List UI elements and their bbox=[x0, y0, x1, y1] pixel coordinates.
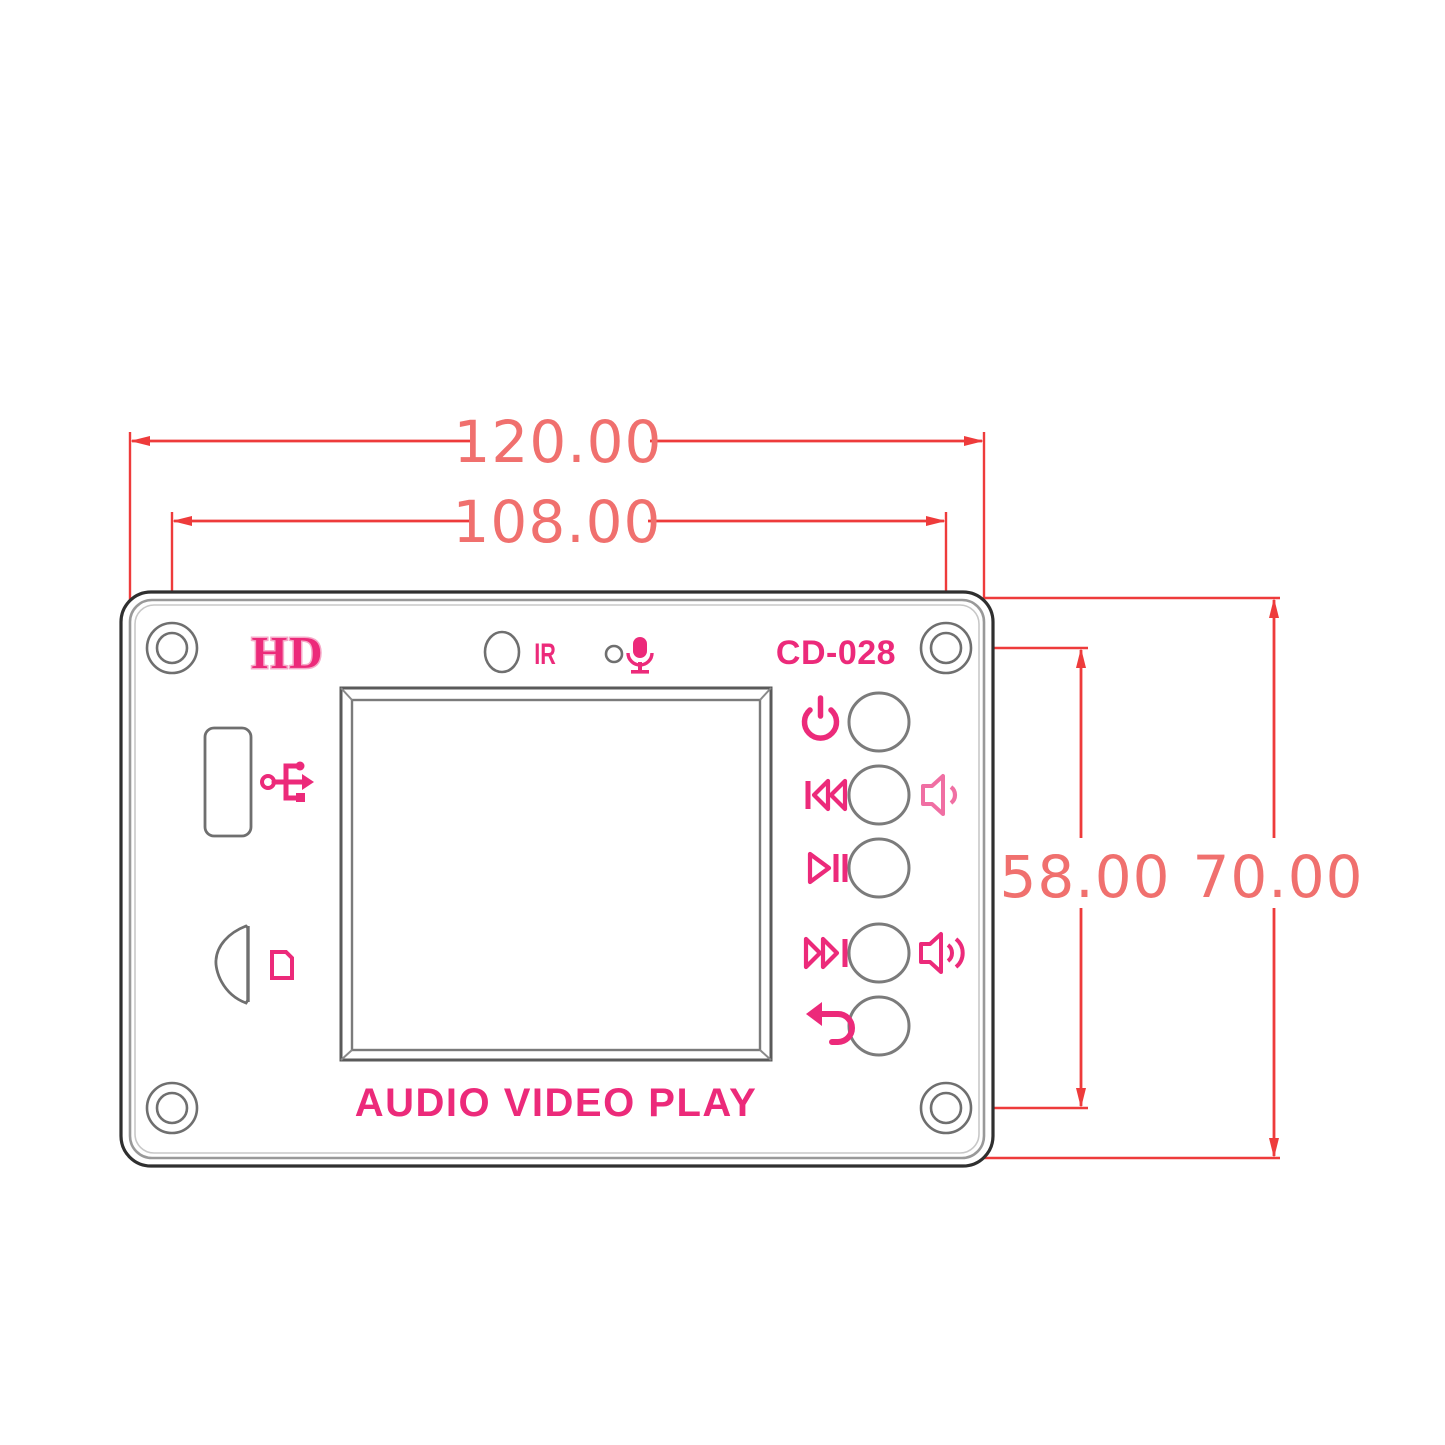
next-track-icon bbox=[803, 936, 848, 970]
hole-top-right bbox=[919, 621, 973, 675]
usb-connector-body bbox=[203, 726, 253, 838]
dimension-layer: 120.00 108.00 bbox=[128, 408, 1363, 1160]
mounting-holes bbox=[145, 621, 973, 1135]
hole-bottom-left bbox=[145, 1081, 199, 1135]
button-column bbox=[801, 691, 965, 1057]
volume-up-icon bbox=[919, 932, 965, 974]
mic-hole bbox=[604, 644, 624, 664]
previous-button[interactable] bbox=[805, 764, 911, 826]
previous-track-icon bbox=[805, 778, 848, 812]
next-button[interactable] bbox=[803, 922, 911, 984]
dimension-120: 120.00 bbox=[128, 408, 986, 600]
previous-button-cap bbox=[847, 764, 911, 826]
lcd-active-area bbox=[350, 698, 762, 1052]
ir-receiver: IR bbox=[483, 630, 556, 674]
dimension-70-text: 70.00 bbox=[1192, 843, 1363, 911]
dimension-120-text: 120.00 bbox=[454, 408, 663, 476]
sd-card-slot[interactable] bbox=[214, 924, 294, 1005]
hole-bottom-right bbox=[919, 1081, 973, 1135]
play-pause-icon bbox=[807, 851, 848, 885]
hole-top-left bbox=[145, 621, 199, 675]
play-pause-button[interactable] bbox=[807, 837, 911, 899]
back-button[interactable] bbox=[806, 995, 911, 1057]
board-inner-edge bbox=[128, 598, 986, 1160]
microphone bbox=[604, 637, 654, 674]
dimension-108-text: 108.00 bbox=[453, 488, 662, 556]
next-button-cap bbox=[847, 922, 911, 984]
model-label: CD-028 bbox=[776, 634, 896, 672]
board-inner-edge-secondary bbox=[134, 604, 980, 1154]
usb-port[interactable] bbox=[203, 726, 314, 838]
power-button[interactable] bbox=[801, 691, 911, 753]
play-pause-button-cap bbox=[847, 837, 911, 899]
power-button-cap bbox=[847, 691, 911, 753]
lcd-screen[interactable] bbox=[339, 686, 773, 1062]
usb-icon bbox=[260, 761, 314, 802]
volume-down-icon bbox=[921, 774, 958, 816]
bottom-label: AUDIO VIDEO PLAY bbox=[355, 1081, 758, 1125]
power-icon bbox=[801, 695, 840, 741]
dimension-70: 70.00 bbox=[984, 596, 1363, 1160]
ir-receiver-window bbox=[483, 630, 521, 674]
dimension-58: 58.00 bbox=[946, 646, 1170, 1110]
microphone-icon bbox=[626, 637, 654, 674]
dimension-58-text: 58.00 bbox=[999, 843, 1170, 911]
sd-slot-body bbox=[214, 924, 250, 1005]
sd-card-icon bbox=[270, 950, 294, 980]
back-button-cap bbox=[847, 995, 911, 1057]
back-arrow-icon bbox=[806, 1002, 855, 1045]
ir-label: IR bbox=[534, 636, 556, 670]
hd-logo: HD bbox=[252, 627, 325, 678]
